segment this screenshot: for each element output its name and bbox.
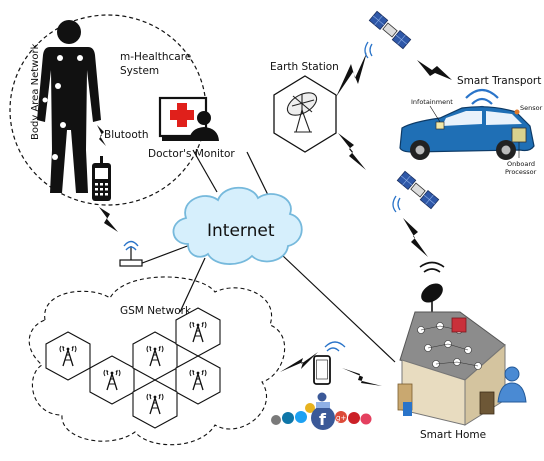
svg-text:f: f bbox=[319, 410, 327, 429]
internet-label: Internet bbox=[207, 221, 275, 241]
earth-station-label: Earth Station bbox=[270, 61, 339, 73]
social-media-icons: f g+ bbox=[271, 392, 372, 430]
mobile-phone-icon bbox=[92, 156, 111, 201]
infotainment-label: Infotainment bbox=[411, 98, 453, 106]
gsm-network-boundary bbox=[28, 276, 286, 446]
smart-home-label: Smart Home bbox=[420, 429, 486, 441]
infotainment-pointer bbox=[429, 105, 441, 123]
house-icon bbox=[397, 311, 506, 426]
blutooth-label: Blutooth bbox=[104, 129, 149, 141]
smart-transport-label: Smart Transport bbox=[457, 75, 541, 87]
m-healthcare-label-line1: m-Healthcare bbox=[120, 51, 191, 63]
satellite-signal-top bbox=[364, 41, 373, 59]
internet-cloud bbox=[172, 186, 303, 265]
car-icon bbox=[399, 106, 535, 160]
gsm-hexagon-grid bbox=[45, 307, 221, 429]
doctors-monitor-label: Doctor's Monitor bbox=[148, 148, 235, 160]
gsm-network-label: GSM Network bbox=[120, 305, 192, 317]
satellite-dish-home bbox=[419, 261, 445, 318]
sensor-label: Sensor bbox=[520, 104, 543, 112]
m-healthcare-label-line2: System bbox=[120, 65, 159, 77]
google-plus-label: g+ bbox=[336, 414, 346, 422]
onboard-label-line2: Processor bbox=[505, 168, 537, 176]
connection-lines bbox=[136, 149, 396, 363]
satellite-icon-top bbox=[368, 10, 412, 50]
earth-station-hexagon bbox=[273, 75, 337, 153]
wireless-links bbox=[97, 52, 452, 386]
satellite-signal-middle bbox=[392, 195, 401, 213]
body-area-network-label: Body Area Network bbox=[30, 43, 41, 140]
onboard-label-line1: Onboard bbox=[507, 160, 535, 168]
human-body-icon bbox=[37, 20, 101, 193]
person-icon bbox=[497, 366, 527, 403]
satellite-icon-middle bbox=[396, 170, 440, 210]
smartphone-icon bbox=[313, 341, 346, 385]
router-icon bbox=[119, 240, 143, 267]
satellite-dish-icon bbox=[286, 92, 318, 133]
doctor-monitor-icon bbox=[158, 96, 219, 141]
